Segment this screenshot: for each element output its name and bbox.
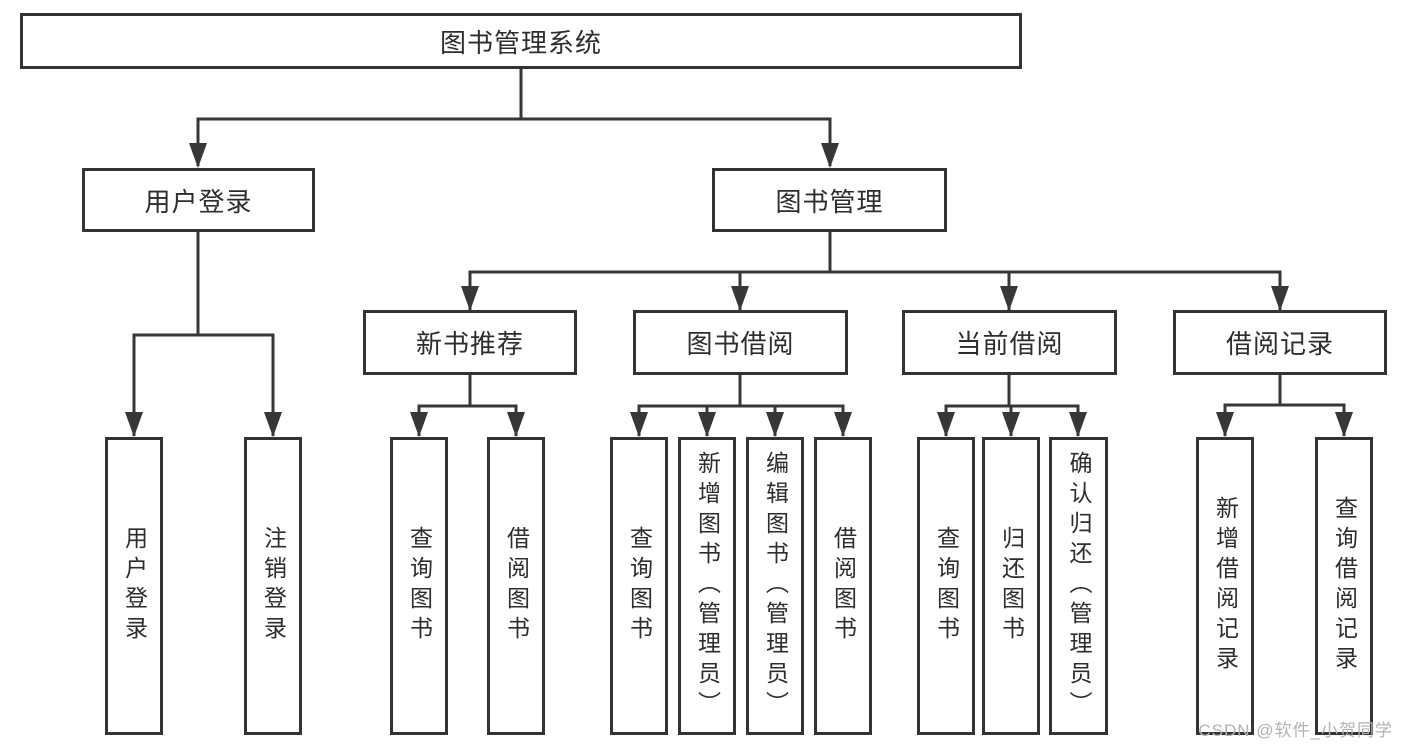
node-user-login: 用户登录 bbox=[82, 168, 315, 232]
node-label: 借阅图书 bbox=[830, 526, 857, 646]
tree-edges bbox=[132, 69, 1346, 436]
node-label: 新增图书（管理员） bbox=[694, 451, 721, 721]
node-label: 用户登录 bbox=[144, 186, 253, 217]
leaf-add-books-admin: 新增图书（管理员） bbox=[678, 437, 736, 735]
arrow-down-icon bbox=[1000, 286, 1018, 311]
leaf-borrow-books: 借阅图书 bbox=[814, 437, 872, 735]
arrow-down-icon bbox=[507, 412, 525, 437]
leaf-logout: 注销登录 bbox=[244, 437, 302, 735]
node-borrow-records: 借阅记录 bbox=[1173, 310, 1387, 375]
arrow-down-icon bbox=[698, 412, 716, 437]
node-label: 查询借阅记录 bbox=[1331, 496, 1358, 676]
arrow-down-icon bbox=[834, 412, 852, 437]
arrow-down-icon bbox=[1069, 412, 1087, 437]
node-label: 编辑图书（管理员） bbox=[762, 451, 789, 721]
node-label: 当前借阅 bbox=[955, 329, 1064, 359]
node-label: 查询图书 bbox=[406, 526, 433, 646]
node-label: 查询图书 bbox=[933, 526, 960, 646]
node-book-management: 图书管理 bbox=[712, 168, 947, 232]
node-book-borrow: 图书借阅 bbox=[633, 310, 848, 375]
leaf-return-books: 归还图书 bbox=[982, 437, 1040, 735]
node-label: 图书借阅 bbox=[686, 329, 795, 359]
arrow-down-icon bbox=[125, 412, 143, 437]
node-label: 注销登录 bbox=[260, 526, 287, 646]
leaf-user-login: 用户登录 bbox=[105, 437, 163, 735]
leaf-edit-books-admin: 编辑图书（管理员） bbox=[746, 437, 804, 735]
node-library-system: 图书管理系统 bbox=[20, 13, 1022, 69]
node-label: 用户登录 bbox=[121, 526, 148, 646]
arrow-down-icon bbox=[189, 143, 207, 168]
node-label: 图书管理 bbox=[775, 186, 884, 217]
arrow-down-icon bbox=[630, 412, 648, 437]
node-label: 借阅记录 bbox=[1225, 329, 1334, 359]
leaf-query-books-current: 查询图书 bbox=[917, 437, 975, 735]
node-label: 确认归还（管理员） bbox=[1066, 451, 1092, 721]
arrow-down-icon bbox=[821, 143, 839, 168]
leaf-confirm-return-admin: 确认归还（管理员） bbox=[1049, 437, 1108, 735]
leaf-borrow-books-recommend: 借阅图书 bbox=[487, 437, 545, 735]
leaf-query-books-recommend: 查询图书 bbox=[390, 437, 448, 735]
leaf-query-books-borrow: 查询图书 bbox=[610, 437, 668, 735]
node-label: 图书管理系统 bbox=[439, 27, 602, 58]
node-label: 查询图书 bbox=[626, 526, 653, 646]
csdn-watermark: CSDN @软件_小贺同学 bbox=[1198, 721, 1393, 740]
arrow-down-icon bbox=[937, 412, 955, 437]
node-label: 归还图书 bbox=[998, 526, 1025, 646]
node-current-borrow: 当前借阅 bbox=[902, 310, 1117, 375]
arrow-down-icon bbox=[461, 286, 479, 311]
arrow-down-icon bbox=[731, 286, 749, 311]
arrow-down-icon bbox=[1335, 412, 1353, 437]
arrowhead-icons bbox=[125, 143, 1353, 437]
node-label: 新书推荐 bbox=[415, 329, 524, 359]
arrow-down-icon bbox=[264, 412, 282, 437]
arrow-down-icon bbox=[1271, 286, 1289, 311]
node-label: 借阅图书 bbox=[503, 526, 530, 646]
leaf-add-borrow-record: 新增借阅记录 bbox=[1196, 437, 1254, 735]
arrow-down-icon bbox=[410, 412, 428, 437]
node-label: 新增借阅记录 bbox=[1212, 496, 1239, 676]
arrow-down-icon bbox=[1002, 412, 1020, 437]
leaf-query-borrow-record: 查询借阅记录 bbox=[1315, 437, 1373, 735]
arrow-down-icon bbox=[1216, 412, 1234, 437]
node-new-book-recommend: 新书推荐 bbox=[363, 310, 577, 375]
arrow-down-icon bbox=[766, 412, 784, 437]
